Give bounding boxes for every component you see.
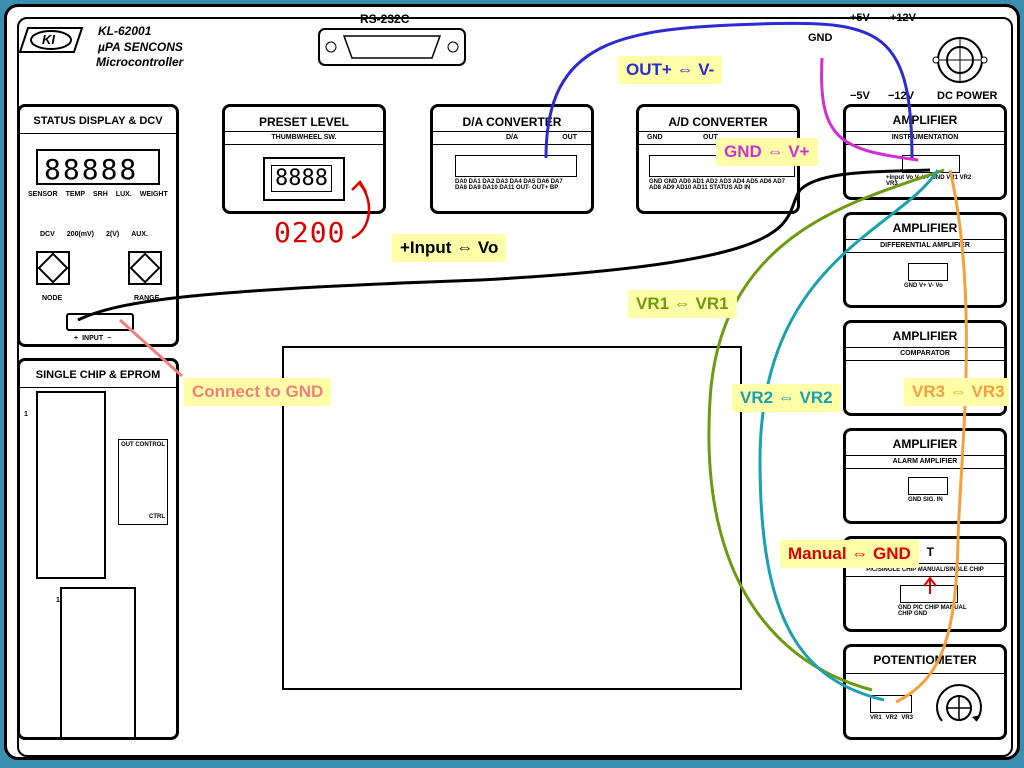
pot-vr3-label: VR3 bbox=[901, 715, 914, 721]
preset-level-module: PRESET LEVEL THUMBWHEEL SW. 8888 bbox=[222, 104, 386, 214]
range-button[interactable] bbox=[128, 251, 162, 285]
dc-power-label: DC POWER bbox=[937, 90, 998, 102]
input-terminal[interactable] bbox=[66, 313, 134, 331]
breadboard-area[interactable] bbox=[282, 346, 742, 690]
ad-pin-labels: GND GND AD0 AD1 AD2 AD3 AD4 AD5 AD6 AD7 … bbox=[649, 179, 785, 191]
input-minus-label: − bbox=[107, 335, 112, 342]
dcv-label: DCV bbox=[40, 231, 55, 238]
annotation-connect-gnd: Connect to GND bbox=[184, 378, 332, 406]
gnd-label: GND bbox=[808, 32, 833, 44]
status-title: STATUS DISPLAY & DCV bbox=[33, 115, 163, 127]
amp4-title: AMPLIFIER bbox=[892, 437, 958, 451]
sensor-label: SENSOR bbox=[28, 191, 58, 198]
preset-value: 0200 bbox=[274, 216, 346, 249]
instrumentation-amplifier-module: AMPLIFIER INSTRUMENTATION +Input Vo V- V… bbox=[843, 104, 1007, 200]
eprom-socket[interactable] bbox=[60, 587, 136, 739]
brand-logo: KI bbox=[18, 26, 84, 54]
amp1-sub: INSTRUMENTATION bbox=[846, 131, 1004, 145]
preset-sub: THUMBWHEEL SW. bbox=[225, 131, 383, 145]
potentiometer-knob[interactable] bbox=[932, 681, 986, 735]
status-display-module: STATUS DISPLAY & DCV 88888 SENSOR TEMP S… bbox=[17, 104, 179, 347]
ctrl-label: CTRL bbox=[149, 514, 165, 520]
brand-line3: Microcontroller bbox=[96, 55, 184, 69]
thumbwheel-switch[interactable]: 8888 bbox=[263, 157, 345, 201]
amp4-sub: ALARM AMPLIFIER bbox=[846, 455, 1004, 469]
manual-pin-header[interactable] bbox=[900, 585, 958, 603]
pot-title: POTENTIOMETER bbox=[873, 653, 977, 667]
annotation-vr3: VR3 ⇔ VR3 bbox=[904, 378, 1009, 406]
m12v-label: −12V bbox=[888, 90, 914, 102]
seven-seg-display: 88888 bbox=[36, 149, 160, 186]
node-label: NODE bbox=[42, 295, 63, 302]
ad-title: A/D CONVERTER bbox=[668, 115, 768, 129]
da-sub-left: D/A bbox=[505, 134, 519, 141]
annotation-vr2: VR2 ⇔ VR2 bbox=[732, 384, 841, 412]
annotation-input-vo: +Input ⇔ Vo bbox=[392, 234, 507, 262]
ad-sub-left: GND bbox=[647, 134, 663, 141]
input-plus-label: + bbox=[74, 335, 79, 342]
p5v-label: +5V bbox=[850, 12, 870, 24]
amp2-pin-header[interactable] bbox=[908, 263, 948, 281]
input-label: INPUT bbox=[82, 335, 104, 342]
annotation-gnd-v: GND ⇔ V+ bbox=[716, 138, 818, 166]
rs232-label: RS-232C bbox=[360, 12, 410, 26]
out-control-block: OUT CONTROL CTRL bbox=[118, 439, 168, 525]
chip-socket[interactable] bbox=[36, 391, 106, 579]
lux-label: LUX. bbox=[115, 191, 132, 198]
rs232-connector[interactable] bbox=[318, 28, 466, 66]
potentiometer-module: POTENTIOMETER VR1 VR2 VR3 bbox=[843, 644, 1007, 740]
chip-pin1-label: 1 bbox=[24, 411, 28, 418]
out-control-label: OUT CONTROL bbox=[121, 442, 165, 448]
amp2-pin-labels: GND V+ V- Vo bbox=[904, 283, 943, 289]
amp1-pin-labels: +Input Vo V- V+ GND VR1 VR2 VR3 bbox=[886, 175, 972, 187]
range-label: RANGE bbox=[134, 295, 160, 302]
node-button[interactable] bbox=[36, 251, 70, 285]
200mv-label: 200(mV) bbox=[66, 231, 95, 238]
srh-label: SRH bbox=[93, 191, 108, 198]
aux-label: AUX. bbox=[131, 231, 148, 238]
da-pin-labels: DA0 DA1 DA2 DA3 DA4 DA5 DA6 DA7 DA8 DA9 … bbox=[455, 179, 563, 191]
amp3-sub: COMPARATOR bbox=[846, 347, 1004, 361]
p12v-label: +12V bbox=[890, 12, 916, 24]
m5v-label: −5V bbox=[850, 90, 870, 102]
annotation-vr1: VR1 ⇔ VR1 bbox=[628, 290, 737, 318]
preset-title: PRESET LEVEL bbox=[258, 115, 350, 129]
da-title: D/A CONVERTER bbox=[462, 115, 562, 129]
annotation-out-v: OUT+ ⇔ V- bbox=[618, 56, 723, 84]
amp1-pin-header[interactable] bbox=[902, 155, 960, 173]
annotation-manual-gnd: Manual ⇔ GND bbox=[780, 540, 919, 568]
alarm-amplifier-module: AMPLIFIER ALARM AMPLIFIER GND SIG. IN bbox=[843, 428, 1007, 524]
brand-line2: µPA SENCONS bbox=[98, 40, 183, 54]
2v-label: 2(V) bbox=[106, 231, 120, 238]
pot-vr1-label: VR1 bbox=[870, 715, 882, 721]
da-pin-header[interactable] bbox=[455, 155, 577, 177]
amp2-title: AMPLIFIER bbox=[892, 221, 958, 235]
dc-power-jack[interactable] bbox=[928, 30, 992, 90]
da-sub-right: OUT bbox=[562, 134, 577, 141]
weight-label: WEIGHT bbox=[139, 191, 168, 198]
da-converter-module: D/A CONVERTER D/A OUT DA0 DA1 DA2 DA3 DA4… bbox=[430, 104, 594, 214]
pot-pin-header[interactable] bbox=[870, 695, 912, 713]
amp1-title: AMPLIFIER bbox=[892, 113, 958, 127]
amp2-sub: DIFFERENTIAL AMPLIFIER bbox=[846, 239, 1004, 253]
amp4-pin-header[interactable] bbox=[908, 477, 948, 495]
differential-amplifier-module: AMPLIFIER DIFFERENTIAL AMPLIFIER GND V+ … bbox=[843, 212, 1007, 308]
temp-label: TEMP bbox=[65, 191, 86, 198]
pot-vr2-label: VR2 bbox=[885, 715, 898, 721]
manual-pin-labels: GND PIC CHIP MANUAL CHIP GND bbox=[898, 605, 967, 617]
eprom-pin1-label: 1 bbox=[56, 597, 60, 604]
brand-model: KL-62001 bbox=[98, 24, 152, 38]
single-chip-eprom-module: SINGLE CHIP & EPROM 1 OUT CONTROL CTRL 1 bbox=[17, 358, 179, 740]
amp4-pin-labels: GND SIG. IN bbox=[908, 497, 943, 503]
chip-title: SINGLE CHIP & EPROM bbox=[35, 369, 161, 381]
amp3-title: AMPLIFIER bbox=[892, 329, 958, 343]
